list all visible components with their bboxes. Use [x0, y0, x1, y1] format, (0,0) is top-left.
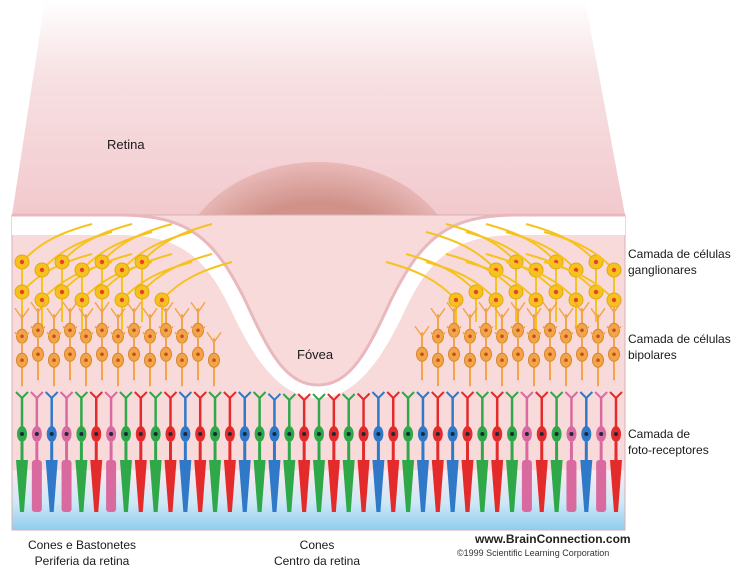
center-label-line2: Centro da retina: [262, 553, 372, 569]
bipolar-layer-label: Camada de células bipolares: [628, 331, 732, 363]
photoreceptor-label-line2: foto-receptores: [628, 442, 732, 458]
ganglion-layer-label: Camada de células ganglionares: [628, 246, 732, 278]
fovea-label: Fóvea: [297, 347, 333, 363]
photoreceptor-layer-label: Camada de foto-receptores: [628, 426, 732, 458]
periphery-label-line2: Periferia da retina: [22, 553, 142, 569]
periphery-label-line1: Cones e Bastonetes: [22, 537, 142, 553]
center-label: Cones Centro da retina: [262, 537, 372, 569]
retina-label: Retina: [107, 137, 145, 153]
bipolar-label-line1: Camada de células: [628, 331, 732, 347]
bipolar-label-line2: bipolares: [628, 347, 732, 363]
periphery-label: Cones e Bastonetes Periferia da retina: [22, 537, 142, 569]
photoreceptor-label-line1: Camada de: [628, 426, 732, 442]
ganglion-label-line1: Camada de células: [628, 246, 732, 262]
credit-copyright: ©1999 Scientific Learning Corporation: [457, 548, 609, 558]
credit-url: www.BrainConnection.com: [475, 532, 631, 546]
ganglion-label-line2: ganglionares: [628, 262, 732, 278]
center-label-line1: Cones: [262, 537, 372, 553]
